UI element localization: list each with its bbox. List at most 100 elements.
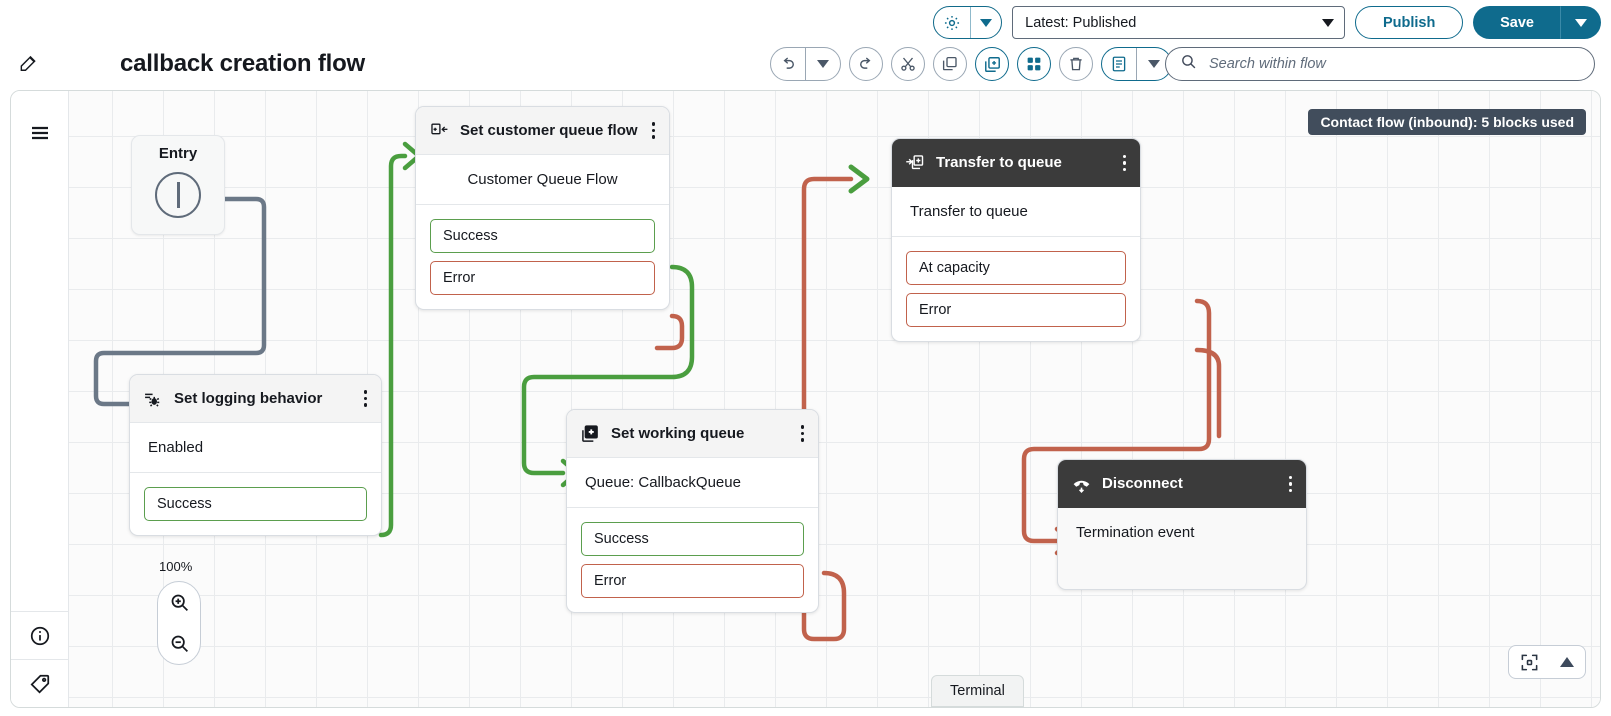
split-divider [970,7,972,38]
entry-label: Entry [158,145,198,162]
phone-hangup-icon [1070,474,1092,495]
search-flow-box[interactable] [1165,47,1595,81]
chevron-down-icon [817,60,829,68]
node-ports: Success Error [567,507,818,612]
zoom-in-icon[interactable] [169,592,190,613]
node-header[interactable]: Transfer to queue [892,139,1140,187]
node-menu-button[interactable] [799,425,807,442]
port-success[interactable]: Success [144,487,367,521]
node-title: Set logging behavior [174,389,323,407]
blocks-used-badge: Contact flow (inbound): 5 blocks used [1308,109,1586,135]
node-menu-button[interactable] [650,122,658,139]
chevron-down-icon [1322,18,1335,27]
node-header[interactable]: Set logging behavior [130,375,381,423]
node-set-customer-queue-flow[interactable]: Set customer queue flow Customer Queue F… [415,106,670,310]
node-body: Enabled [148,439,204,456]
pencil-icon[interactable] [16,52,40,76]
redacted-region [52,45,120,83]
version-select-value: Latest: Published [1025,14,1137,31]
save-dropdown-caret[interactable] [1561,6,1601,39]
search-icon [1180,53,1197,75]
notes-dropdown-caret[interactable] [1137,48,1171,80]
canvas-grid[interactable]: Entry Set customer queue flow [69,91,1600,707]
page-title: callback creation flow [120,50,366,77]
flow-settings-dropdown-caret[interactable] [971,7,1001,38]
chevron-down-icon [1148,60,1160,68]
transfer-to-queue-icon [904,153,926,173]
zoom-level-label: 100% [159,559,193,574]
node-header[interactable]: Set customer queue flow [416,107,669,155]
node-set-logging-behavior[interactable]: Set logging behavior Enabled Success [129,374,382,536]
flow-header-row: callback creation flow [0,40,1611,88]
node-header[interactable]: Disconnect [1058,460,1306,508]
undo-split-button [770,47,841,81]
node-title: Transfer to queue [936,154,1062,172]
node-body: Transfer to queue [910,203,1028,220]
port-error[interactable]: Error [581,564,804,598]
node-body: Customer Queue Flow [467,171,618,188]
node-ports: Success [130,472,381,535]
entry-node[interactable]: Entry [131,135,225,235]
arrange-blocks-button[interactable] [1017,47,1051,81]
split-divider [1136,48,1137,80]
fit-to-screen-icon[interactable] [1520,653,1539,672]
zoom-controls [157,581,201,665]
entry-stub [176,182,180,208]
copy-button[interactable] [933,47,967,81]
port-success[interactable]: Success [581,522,804,556]
terminal-label[interactable]: Terminal [931,675,1024,707]
top-action-bar: Latest: Published Publish Save [0,0,1611,46]
node-ports: Success Error [416,204,669,309]
chevron-down-icon [1574,18,1587,27]
undo-dropdown-caret[interactable] [806,48,840,80]
undo-button[interactable] [771,48,805,80]
tag-icon[interactable] [11,659,69,707]
node-title: Set customer queue flow [460,121,638,139]
port-success[interactable]: Success [430,219,655,253]
publish-button[interactable]: Publish [1355,6,1464,39]
node-body: Termination event [1076,524,1195,541]
node-ports: At capacity Error [892,236,1140,341]
save-button[interactable]: Save [1473,6,1561,39]
port-at-capacity[interactable]: At capacity [906,251,1126,285]
hamburger-menu-icon[interactable] [11,109,69,157]
collapse-panel-button[interactable] [1560,657,1575,667]
zoom-out-icon[interactable] [169,633,190,654]
top-action-bar-right: Latest: Published Publish Save [933,6,1601,39]
entry-point-icon [155,172,201,218]
canvas-left-rail [11,91,69,707]
node-transfer-to-queue[interactable]: Transfer to queue Transfer to queue At c… [891,138,1141,342]
set-working-queue-icon [579,424,601,444]
node-disconnect[interactable]: Disconnect Termination event [1057,459,1307,590]
flow-settings-split-button[interactable] [933,6,1003,39]
node-body: Queue: CallbackQueue [585,474,741,491]
add-block-button[interactable] [975,47,1009,81]
version-select[interactable]: Latest: Published [1012,6,1346,39]
port-error[interactable]: Error [430,261,655,295]
notes-split-button [1101,47,1172,81]
node-header[interactable]: Set working queue [567,410,818,458]
rail-top-group [11,91,69,157]
node-menu-button[interactable] [1121,154,1129,172]
set-queue-flow-icon [428,121,450,140]
triangle-up-icon [1560,657,1575,667]
canvas-view-controls [1508,645,1586,679]
node-menu-button[interactable] [1287,475,1295,493]
notes-button[interactable] [1102,48,1136,80]
node-menu-button[interactable] [362,390,370,407]
cut-button[interactable] [891,47,925,81]
info-circle-icon[interactable] [11,611,69,659]
node-set-working-queue[interactable]: Set working queue Queue: CallbackQueue S… [566,409,819,613]
gear-icon[interactable] [934,7,970,38]
chevron-down-icon [980,18,993,27]
logging-bug-icon [142,389,164,409]
search-input[interactable] [1207,55,1580,73]
delete-button[interactable] [1059,47,1093,81]
flow-canvas[interactable]: Entry Set customer queue flow [10,90,1601,708]
rail-bottom-group [11,611,69,707]
port-error[interactable]: Error [906,293,1126,327]
redo-button[interactable] [849,47,883,81]
save-split-button: Save [1473,6,1601,39]
node-title: Disconnect [1102,475,1183,493]
node-title: Set working queue [611,424,745,442]
